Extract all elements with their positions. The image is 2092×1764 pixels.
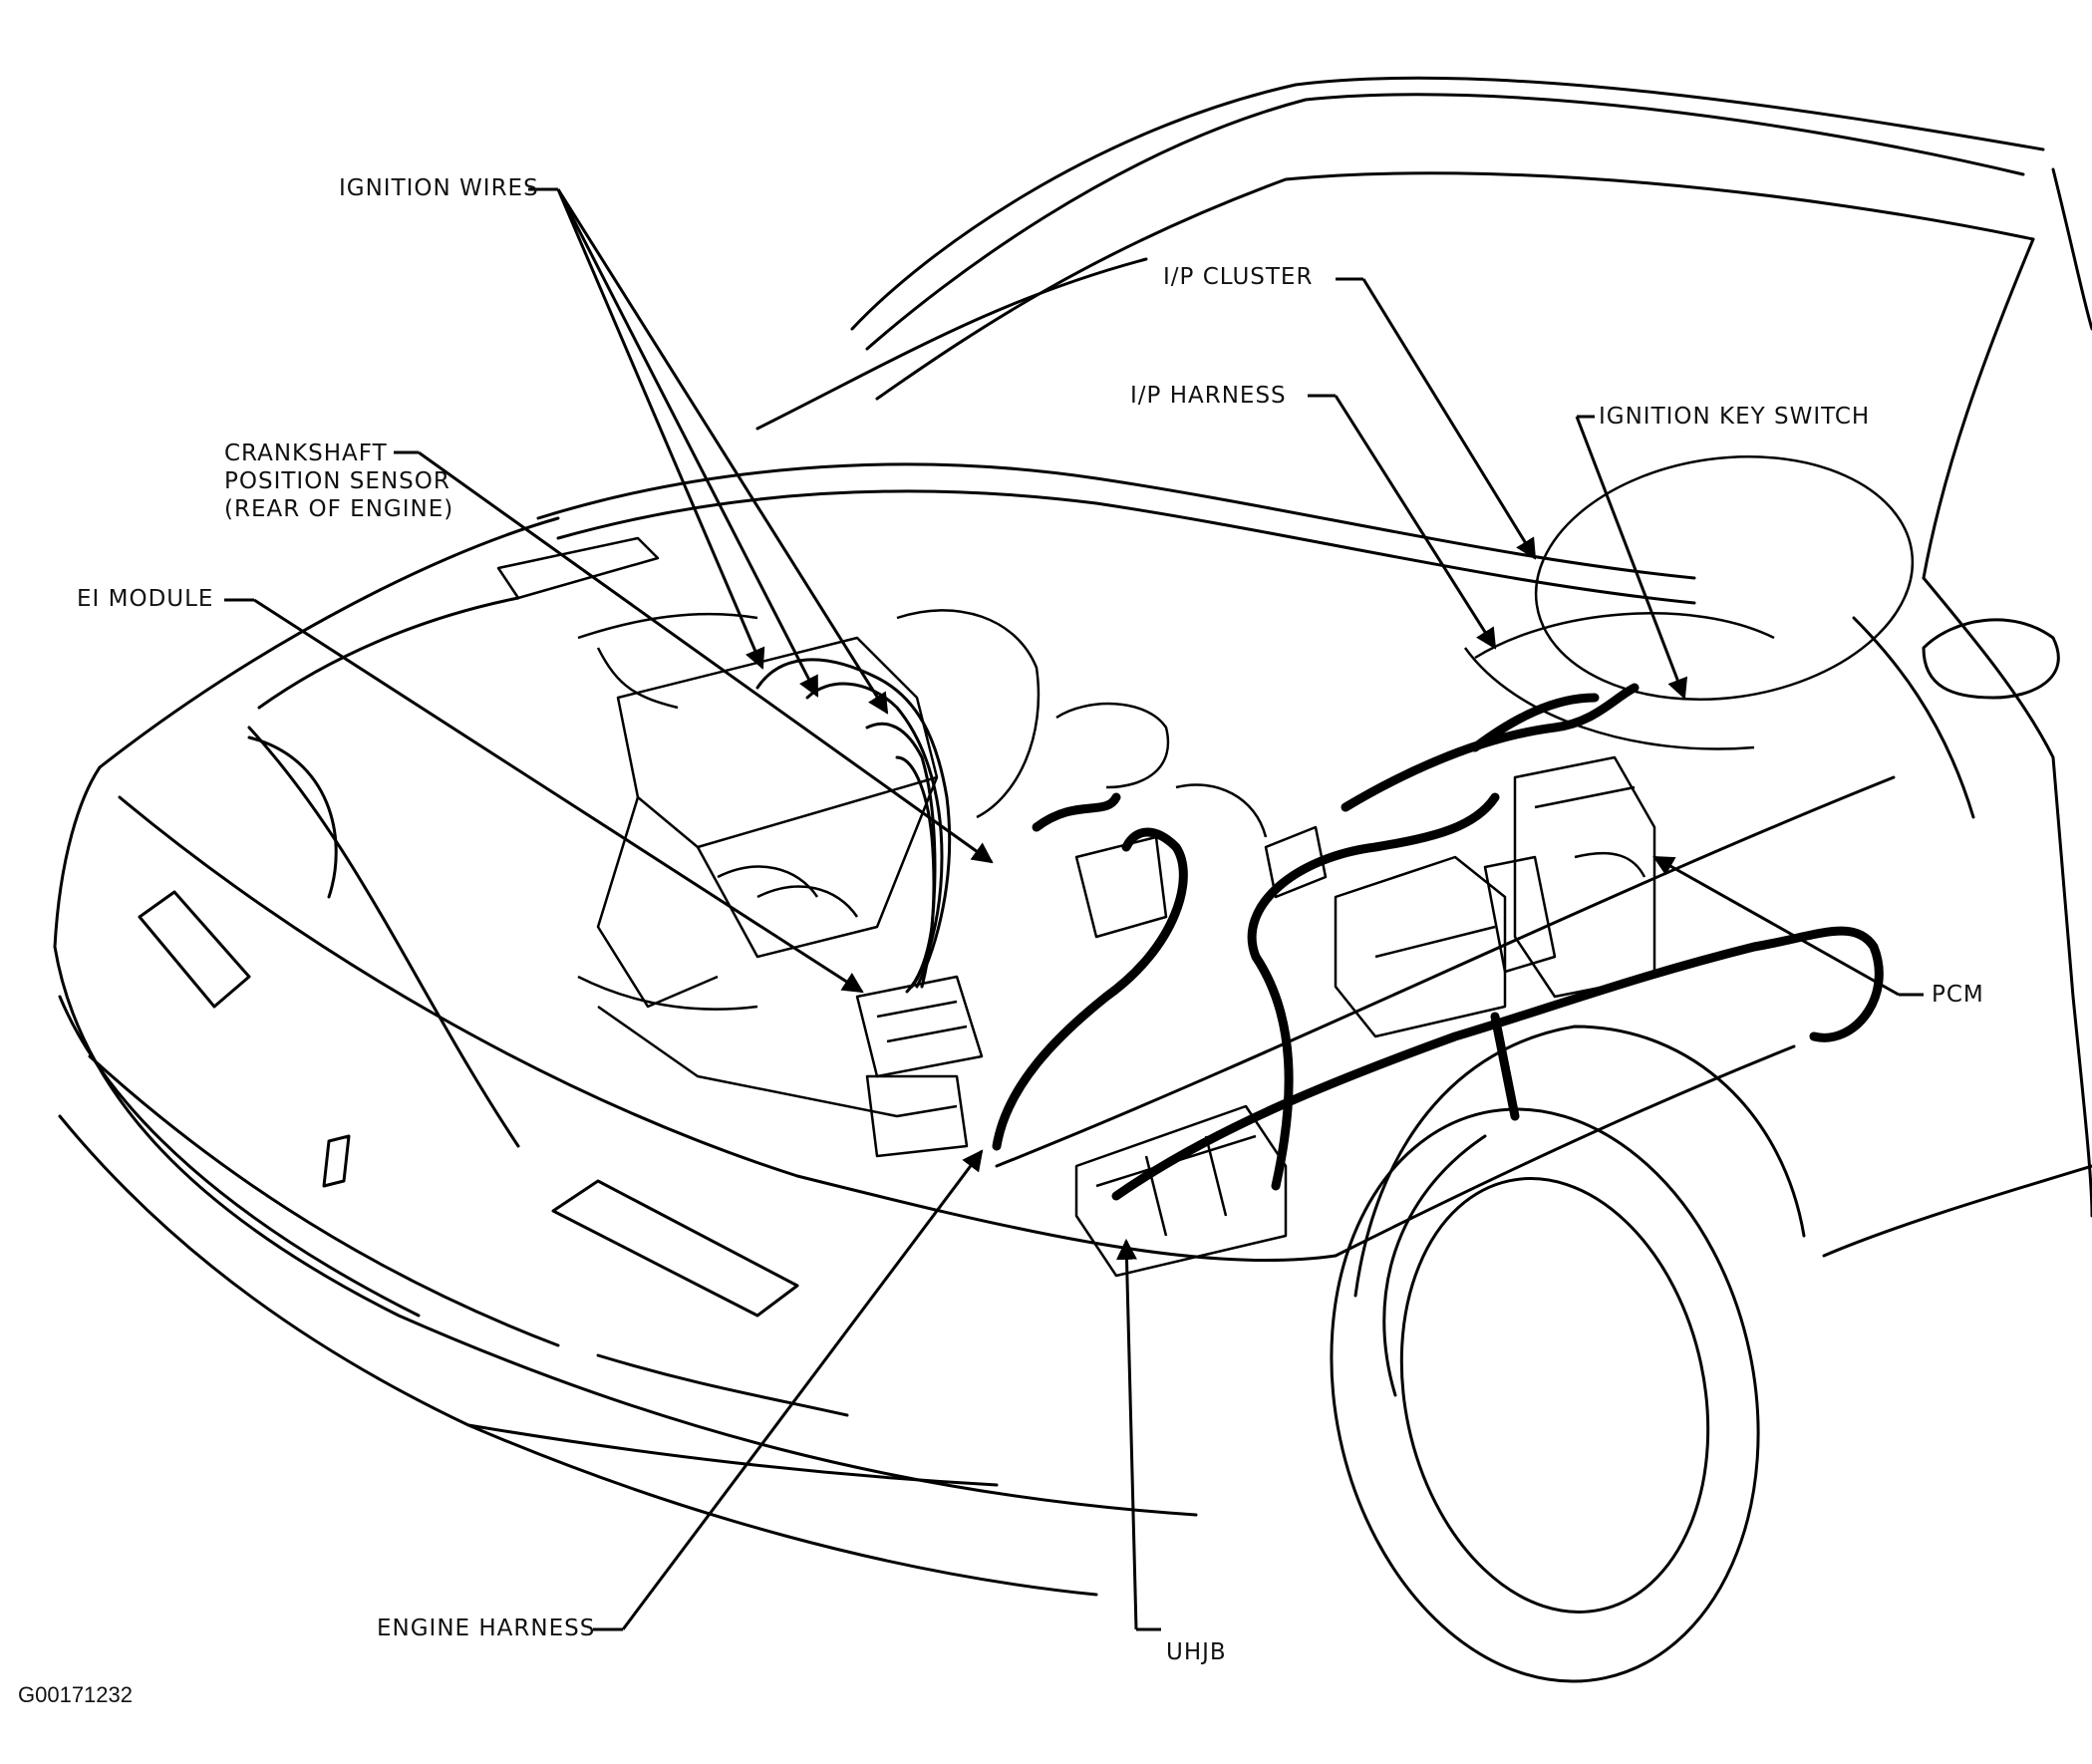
harness-paths bbox=[992, 683, 1884, 1201]
label-engine-harness: ENGINE HARNESS bbox=[377, 1616, 596, 1641]
figure-id: G00171232 bbox=[18, 1682, 133, 1707]
label-ip-harness: I/P HARNESS bbox=[1130, 383, 1287, 409]
engine-block bbox=[496, 455, 1915, 1278]
label-ignition-wires: IGNITION WIRES bbox=[339, 175, 539, 201]
car-body bbox=[53, 76, 2092, 1683]
label-ei-module: EI MODULE bbox=[77, 586, 214, 612]
ignition-wire-bundle bbox=[755, 658, 952, 994]
label-crankshaft-line3: (REAR OF ENGINE) bbox=[224, 496, 454, 522]
label-crankshaft-line1: CRANKSHAFT bbox=[224, 441, 388, 466]
label-pcm: PCM bbox=[1932, 982, 1984, 1008]
leader-lines bbox=[224, 187, 1924, 1631]
label-ip-cluster: I/P CLUSTER bbox=[1163, 264, 1314, 290]
label-crankshaft-line2: POSITION SENSOR bbox=[224, 468, 450, 494]
label-ignition-key-switch: IGNITION KEY SWITCH bbox=[1599, 404, 1871, 430]
label-uhjb: UHJB bbox=[1166, 1639, 1227, 1665]
